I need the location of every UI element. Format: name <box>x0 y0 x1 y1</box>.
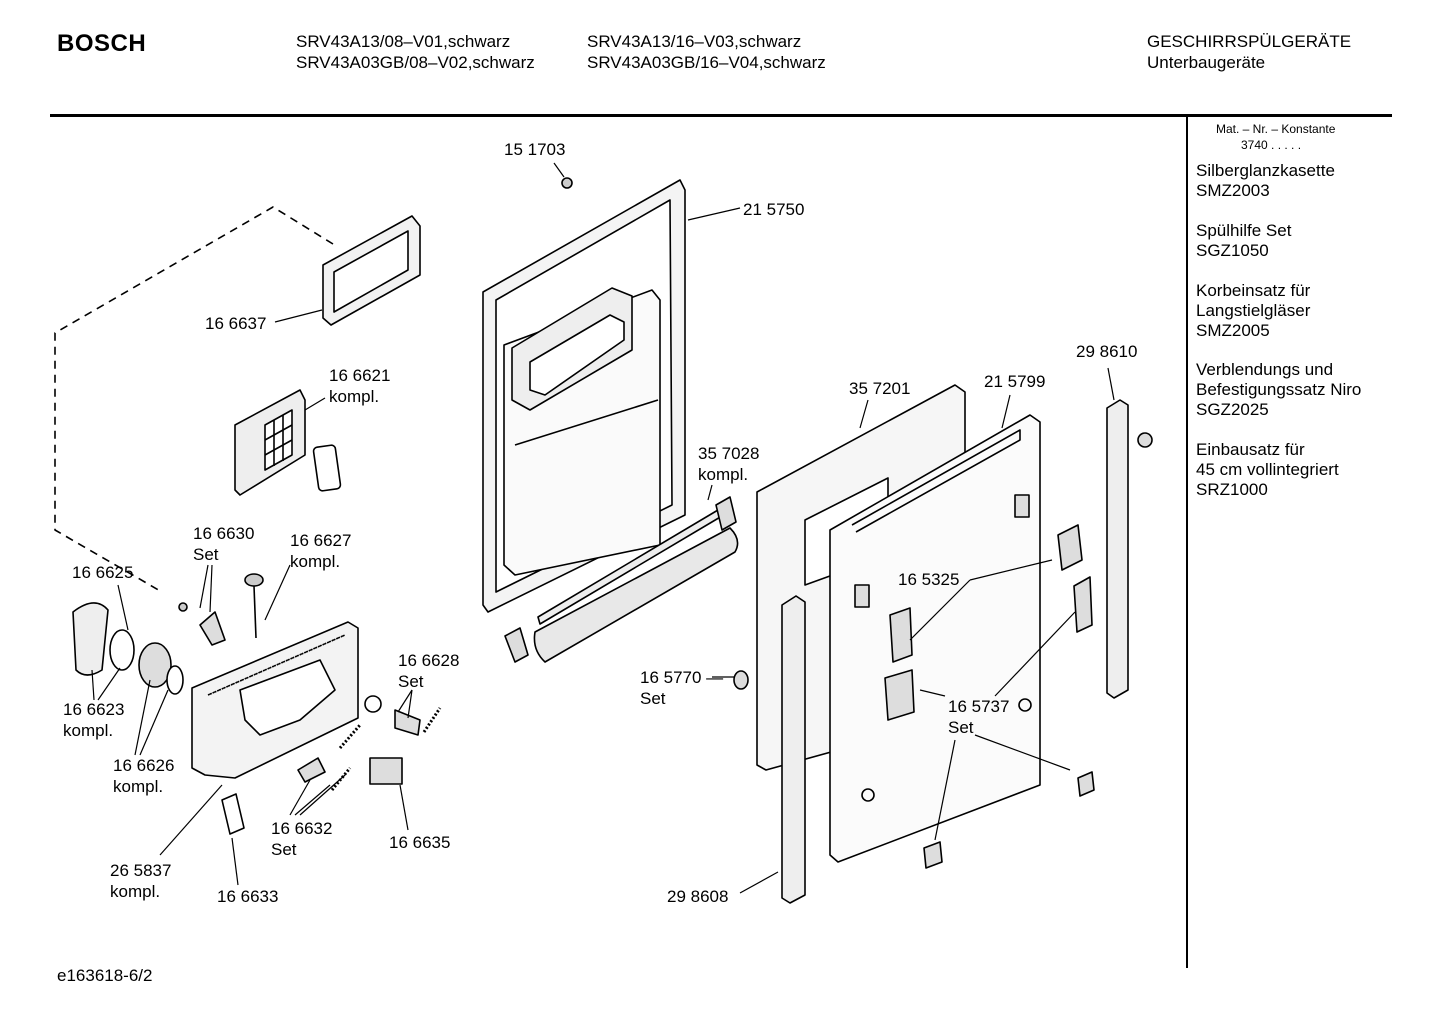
part-label: 16 6633 <box>217 887 279 906</box>
part-label: 16 6623 kompl. <box>63 700 125 740</box>
part-label: 29 8610 <box>1076 342 1138 361</box>
part-label: 16 5325 <box>898 570 960 589</box>
leader-lines <box>91 162 1115 894</box>
screw-part <box>561 177 573 189</box>
mat-header: Mat. – Nr. – Konstante <box>1216 122 1336 136</box>
dispenser-box-part <box>191 621 359 779</box>
model-line: SRV43A13/16–V03,schwarz <box>587 32 802 51</box>
outer-door-part <box>829 414 1041 863</box>
accessory-item: Spülhilfe Set SGZ1050 <box>1196 221 1292 260</box>
part-label: 35 7201 <box>849 379 911 398</box>
part-label: 16 5770 — Set <box>640 668 724 708</box>
part-label: 29 8608 <box>667 887 729 906</box>
diagram-code: e163618-6/2 <box>57 966 153 985</box>
model-line: SRV43A03GB/16–V04,schwarz <box>587 53 826 72</box>
accessory-item: Einbausatz für 45 cm vollintegriert SRZ1… <box>1196 440 1339 499</box>
spray-arm-part <box>504 496 739 663</box>
part-label: 16 6632 Set <box>271 819 333 859</box>
dashed-guide-line <box>54 206 334 593</box>
mat-value: 3740 . . . . . <box>1241 138 1302 152</box>
part-label: 16 6628 Set <box>398 651 460 691</box>
small-parts <box>72 573 442 835</box>
model-line: SRV43A13/08–V01,schwarz <box>296 32 511 51</box>
header-divider <box>50 114 1392 117</box>
part-label: 16 6627 kompl. <box>290 531 352 571</box>
part-label: 16 6637 <box>205 314 267 333</box>
part-label: 16 6625 <box>72 563 134 582</box>
accessory-item: Korbeinsatz für Langstielgläser SMZ2005 <box>1196 281 1311 340</box>
accessory-item: Verblendungs und Befestigungssatz Niro S… <box>1196 360 1362 419</box>
frame-part <box>322 215 421 326</box>
part-label: 16 5737 Set <box>948 697 1010 737</box>
part-label: 16 6621 kompl. <box>329 366 391 406</box>
part-label: 15 1703 <box>504 140 566 159</box>
part-label: 16 6626 kompl. <box>113 756 175 796</box>
side-strip-part <box>1106 399 1129 699</box>
part-label: 21 5750 <box>743 200 805 219</box>
seal-part <box>312 444 342 492</box>
part-label: 35 7028 kompl. <box>698 444 760 484</box>
part-label: 26 5837 kompl. <box>110 861 172 901</box>
category-title: GESCHIRRSPÜLGERÄTE <box>1147 32 1352 51</box>
part-label: 16 6635 <box>389 833 451 852</box>
dispenser-insert-part <box>234 389 306 496</box>
part-label: 21 5799 <box>984 372 1046 391</box>
model-line: SRV43A03GB/08–V02,schwarz <box>296 53 535 72</box>
mat-block: Mat. – Nr. – Konstante 3740 . . . . . <box>1216 121 1335 153</box>
category-subtitle: Unterbaugeräte <box>1147 53 1266 72</box>
brand-logo: BOSCH <box>57 30 147 57</box>
accessory-item: Silberglanzkasette SMZ2003 <box>1196 161 1335 200</box>
part-label: 16 6630 Set <box>193 524 255 564</box>
sidebar-divider <box>1186 116 1188 968</box>
hinge-part <box>884 524 1095 869</box>
model-list-1: SRV43A13/08–V01,schwarz SRV43A03GB/08–V0… <box>296 31 535 73</box>
cap-part <box>733 670 749 690</box>
model-list-2: SRV43A13/16–V03,schwarz SRV43A03GB/16–V0… <box>587 31 826 73</box>
cap-part <box>1137 432 1153 448</box>
category-block: GESCHIRRSPÜLGERÄTE Unterbaugeräte <box>1147 31 1351 73</box>
inner-door-part <box>482 179 686 613</box>
side-strip-part <box>781 595 806 904</box>
